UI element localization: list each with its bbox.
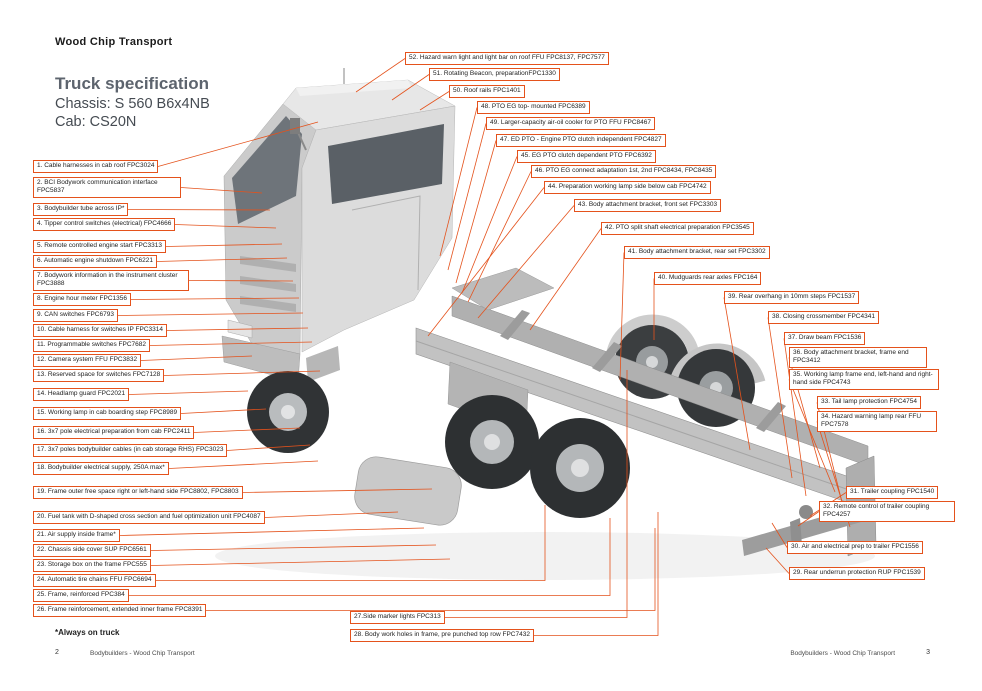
callout-label-left: 9. CAN switches FPC6793 [33, 309, 118, 322]
callout-label-left: 24. Automatic tire chains FFU FPC6694 [33, 574, 156, 587]
spec-heading: Truck specification [55, 74, 209, 93]
callout-label-right: 38. Closing crossmember FPC4341 [768, 311, 879, 324]
callout-label-left: 18. Bodybuilder electrical supply, 250A … [33, 462, 169, 475]
document-title: Wood Chip Transport [55, 36, 173, 48]
callout-label-left: 16. 3x7 pole electrical preparation from… [33, 426, 195, 439]
callout-label-top: 42. PTO split shaft electrical preparati… [601, 222, 754, 235]
callout-label-right: 33. Tail lamp protection FPC4754 [817, 396, 921, 409]
callout-label-bottom: 27.Side marker lights FPC313 [350, 611, 445, 624]
callout-label-left: 25. Frame, reinforced FPC384 [33, 589, 129, 602]
footer-page-number-right: 3 [926, 649, 930, 656]
callout-label-top: 40. Mudguards rear axles FPC164 [654, 272, 762, 285]
callout-label-left: 7. Bodywork information in the instrumen… [33, 270, 189, 291]
footer-text-right: Bodybuilders - Wood Chip Transport [790, 650, 895, 657]
callout-label-top: 48. PTO EG top- mounted FPC6389 [477, 101, 590, 114]
callout-label-left: 4. Tipper control switches (electrical) … [33, 218, 176, 231]
callout-label-left: 3. Bodybuilder tube across IP* [33, 203, 129, 216]
footnote: *Always on truck [55, 628, 120, 637]
callout-label-top: 50. Roof rails FPC1401 [449, 85, 525, 98]
callout-label-right: 39. Rear overhang in 10mm steps FPC1537 [724, 291, 860, 304]
callout-label-left: 19. Frame outer free space right or left… [33, 486, 243, 499]
callout-label-left: 8. Engine hour meter FPC1356 [33, 293, 131, 306]
callout-label-right: 36. Body attachment bracket, frame end F… [789, 347, 927, 368]
callout-label-right: 34. Hazard warning lamp rear FFU FPC7578 [817, 411, 937, 432]
callout-label-left: 10. Cable harness for switches IP FPC331… [33, 324, 167, 337]
callout-label-right: 29. Rear underrun protection RUP FPC1539 [789, 567, 925, 580]
callout-label-left: 26. Frame reinforcement, extended inner … [33, 604, 207, 617]
callout-label-top: 49. Larger-capacity air-oil cooler for P… [486, 117, 655, 130]
spec-cab-line: Cab: CS20N [55, 114, 137, 130]
callout-label-right: 35. Working lamp frame end, left-hand an… [789, 369, 939, 390]
spec-chassis-line: Chassis: S 560 B6x4NB [55, 96, 210, 112]
callout-label-left: 11. Programmable switches FPC7682 [33, 339, 150, 352]
callout-label-top: 44. Preparation working lamp side below … [544, 181, 711, 194]
callout-label-top: 51. Rotating Beacon, preparationFPC1330 [429, 68, 560, 81]
callout-label-bottom: 28. Body work holes in frame, pre punche… [350, 629, 534, 642]
callout-label-top: 41. Body attachment bracket, rear set FP… [624, 246, 770, 259]
callout-label-left: 14. Headlamp guard FPC2021 [33, 388, 130, 401]
callout-label-left: 22. Chassis side cover SUP FPC6561 [33, 544, 151, 557]
callout-label-right: 32. Remote control of trailer coupling F… [819, 501, 955, 522]
callout-label-left: 1. Cable harnesses in cab roof FPC3024 [33, 160, 159, 173]
callout-label-left: 23. Storage box on the frame FPC555 [33, 559, 151, 572]
callout-label-top: 43. Body attachment bracket, front set F… [574, 199, 722, 212]
callout-label-left: 6. Automatic engine shutdown FPC6221 [33, 255, 157, 268]
footer-page-number-left: 2 [55, 649, 59, 656]
callout-label-top: 47. ED PTO - Engine PTO clutch independe… [496, 134, 666, 147]
callout-label-left: 17. 3x7 poles bodybuilder cables (in cab… [33, 444, 228, 457]
callout-label-top: 52. Hazard warn light and light bar on r… [405, 52, 609, 65]
callout-label-right: 30. Air and electrical prep to trailer F… [787, 541, 923, 554]
callout-label-left: 13. Reserved space for switches FPC7128 [33, 369, 165, 382]
callout-label-left: 21. Air supply inside frame* [33, 529, 120, 542]
footer-text-left: Bodybuilders - Wood Chip Transport [90, 650, 195, 657]
callout-label-left: 15. Working lamp in cab boarding step FP… [33, 407, 182, 420]
callout-label-left: 12. Camera system FFU FPC3832 [33, 354, 142, 367]
callout-label-left: 2. BCI Bodywork communication interface … [33, 177, 181, 198]
callout-label-left: 5. Remote controlled engine start FPC331… [33, 240, 167, 253]
callout-label-top: 45. EG PTO clutch dependent PTO FPC6392 [517, 150, 656, 163]
callout-label-left: 20. Fuel tank with D-shaped cross sectio… [33, 511, 265, 524]
callout-label-right: 37. Draw beam FPC1536 [784, 332, 866, 345]
callout-label-top: 46. PTO EG connect adaptation 1st, 2nd F… [531, 165, 717, 178]
callout-label-right: 31. Trailer coupling FPC1540 [846, 486, 939, 499]
